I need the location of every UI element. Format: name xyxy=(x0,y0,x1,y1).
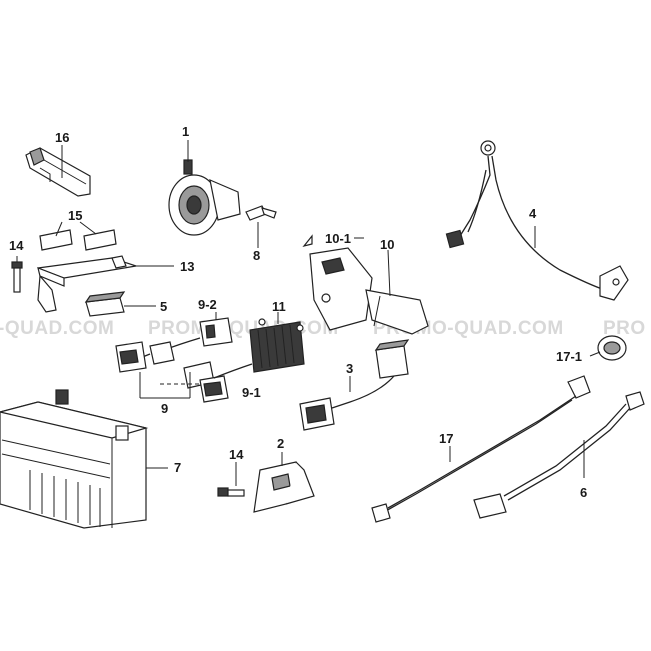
part-17-cable-drawing xyxy=(371,375,591,523)
callout-16: 16 xyxy=(55,130,69,145)
callout-7: 7 xyxy=(174,460,181,475)
callout-11: 11 xyxy=(272,299,286,314)
part-4-cable-drawing xyxy=(445,140,629,301)
callout-17: 17 xyxy=(439,431,453,446)
callout-5: 5 xyxy=(160,299,167,314)
callout-17-1-leader xyxy=(589,351,601,357)
callout-13: 13 xyxy=(180,259,194,274)
callout-17-1: 17-1 xyxy=(556,349,582,364)
part-14-screw-drawing xyxy=(11,256,23,293)
callout-6: 6 xyxy=(580,485,587,500)
part-10-relay-holder-drawing xyxy=(302,234,429,335)
part-7-battery-drawing xyxy=(0,389,168,529)
callout-9: 9 xyxy=(161,401,168,416)
part-8-bolt-drawing xyxy=(245,205,277,248)
callout-14-bottom: 14 xyxy=(229,447,244,462)
callout-9-2: 9-2 xyxy=(198,297,217,312)
watermark: -QUAD.COM PROMO-QUAD.COM PROMO-QUAD.COM … xyxy=(0,318,646,339)
part-16-bracket-drawing xyxy=(25,145,91,197)
part-14-screw-2-drawing xyxy=(217,462,245,497)
part-13-tray-drawing xyxy=(37,255,174,313)
callout-10-1: 10-1 xyxy=(325,231,351,246)
callout-3: 3 xyxy=(346,361,353,376)
part-17-1-cap-drawing xyxy=(597,335,627,361)
part-6-cable-drawing xyxy=(473,391,645,519)
callout-1: 1 xyxy=(182,124,189,139)
part-2-bracket-drawing xyxy=(253,452,315,513)
part-15-pads-drawing xyxy=(39,221,117,251)
callout-10: 10 xyxy=(380,237,394,252)
part-1-horn-drawing xyxy=(168,140,241,236)
part-9-harness-drawing xyxy=(115,312,253,403)
callout-2: 2 xyxy=(277,436,284,451)
part-11-regulator-drawing xyxy=(249,312,305,373)
callout-labels: 16 1 4 15 14 13 8 10-1 10 5 9-2 11 17-1 … xyxy=(9,124,587,500)
callout-14-top: 14 xyxy=(9,238,24,253)
callout-4: 4 xyxy=(529,206,537,221)
watermark-segment: PROMO-QUAD.COM xyxy=(148,318,339,339)
callout-8: 8 xyxy=(253,248,260,263)
watermark-segment: -QUAD.COM xyxy=(0,318,114,339)
watermark-segment: PRO xyxy=(603,318,646,339)
part-3-relay-drawing xyxy=(299,339,410,431)
callout-15: 15 xyxy=(68,208,82,223)
callout-9-1: 9-1 xyxy=(242,385,261,400)
part-5-block-drawing xyxy=(84,291,156,317)
